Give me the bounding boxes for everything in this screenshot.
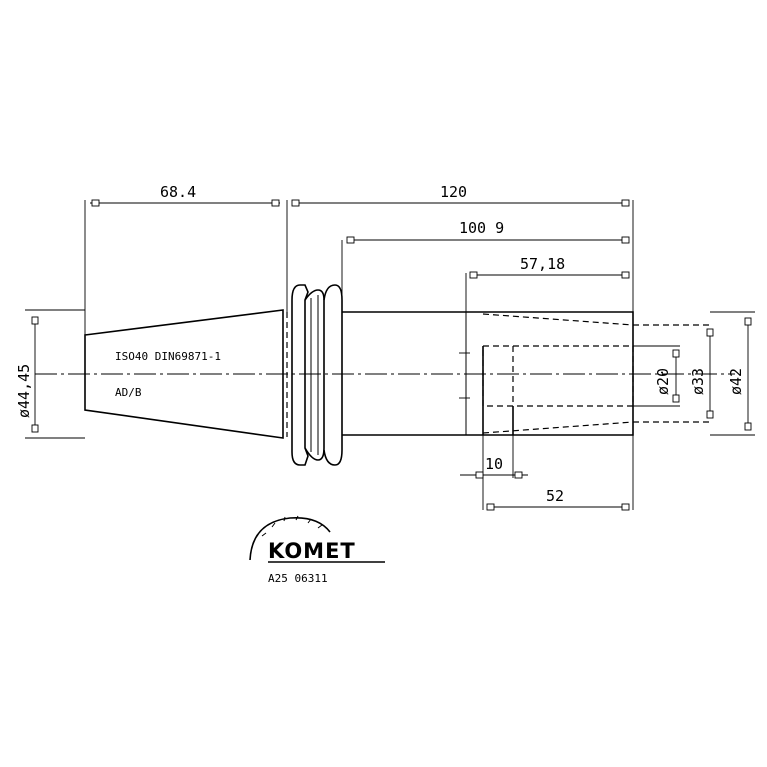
flange-groove bbox=[304, 289, 325, 461]
bore-20-outline bbox=[482, 345, 634, 407]
dim-overall-length: 120 bbox=[440, 183, 467, 201]
dimension-terminators bbox=[31, 199, 752, 511]
logo-text: KOMET bbox=[268, 539, 356, 563]
komet-logo: KOMET bbox=[249, 515, 385, 563]
standard-note: ISO40 DIN69871-1 bbox=[115, 350, 221, 363]
part-outline bbox=[84, 284, 634, 466]
dim-taper-diameter: ø44,45 bbox=[15, 364, 33, 418]
dimension-labels: 68.4 120 100 9 57,18 10 52 ø44,45 ø20 ø3… bbox=[15, 183, 745, 505]
dim-taper-length: 68.4 bbox=[160, 183, 196, 201]
part-number: A25 06311 bbox=[268, 572, 328, 585]
form-note: AD/B bbox=[115, 386, 142, 399]
dim-diameter-42: ø42 bbox=[727, 368, 745, 395]
bore-taper-bottom bbox=[482, 421, 634, 434]
dim-diameter-33: ø33 bbox=[689, 368, 707, 395]
dim-body-length: 100 9 bbox=[459, 219, 504, 237]
dim-bore-depth: 57,18 bbox=[520, 255, 565, 273]
dim-shank-length: 52 bbox=[546, 487, 564, 505]
logo-arc-ticks-icon bbox=[261, 515, 323, 537]
drawing-notes: ISO40 DIN69871-1 AD/B A25 06311 bbox=[115, 350, 328, 585]
bore-taper-top bbox=[482, 313, 634, 326]
dim-counterbore-depth: 10 bbox=[485, 455, 503, 473]
flange-ring bbox=[323, 284, 343, 466]
dim-diameter-20: ø20 bbox=[654, 368, 672, 395]
taper-outline bbox=[84, 309, 284, 439]
logo-arc-icon bbox=[249, 516, 331, 561]
flange-outline bbox=[291, 284, 309, 466]
dimension-lines bbox=[34, 202, 749, 508]
